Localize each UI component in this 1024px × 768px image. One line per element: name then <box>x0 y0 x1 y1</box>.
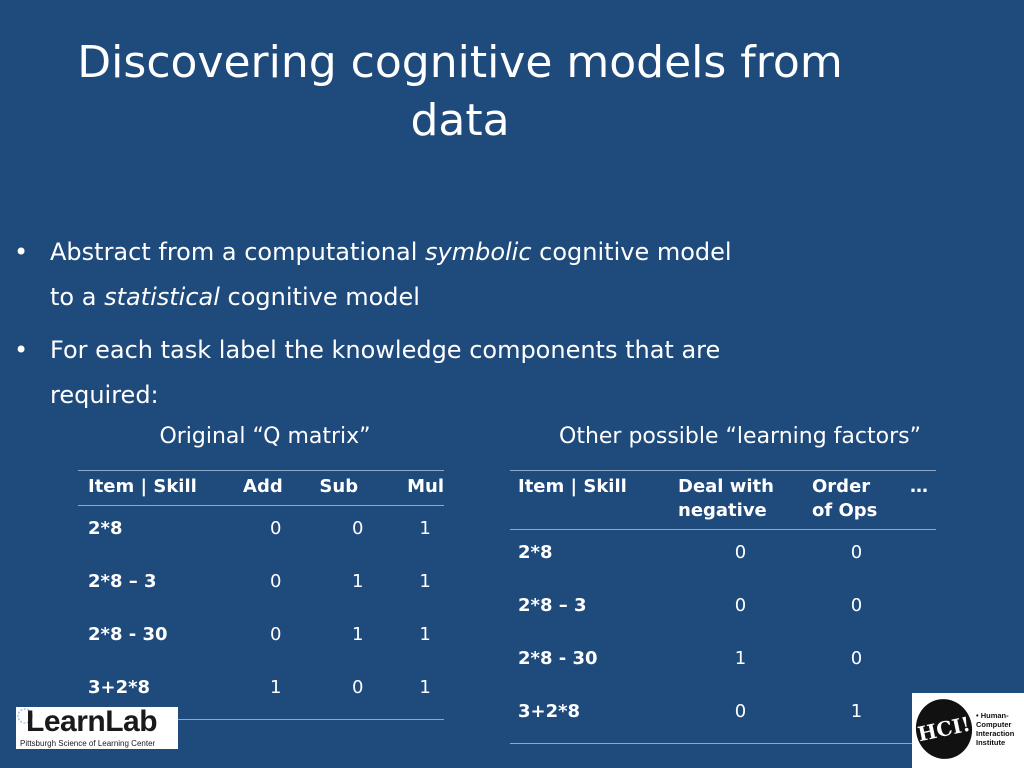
bullet-1-emphasis-statistical: statistical <box>104 283 220 311</box>
table-header-row: Item | Skill Add Sub Mul <box>78 470 444 506</box>
bullet-1-emphasis-symbolic: symbolic <box>425 238 532 266</box>
bullet-list: • Abstract from a computational symbolic… <box>10 230 870 426</box>
item-cell: 2*8 - 30 <box>518 647 598 669</box>
learning-factors-table: Item | Skill Deal with negative Order of O… <box>510 470 936 744</box>
bullet-1-text-c: to a <box>50 283 105 311</box>
table-row: 2*8 0 0 <box>510 530 936 583</box>
value-cell: 0 <box>850 542 863 563</box>
hcii-text-line: Institute <box>976 738 1006 747</box>
bullet-1-line-1: Abstract from a computational symbolic c… <box>50 230 870 275</box>
value-cell: 0 <box>670 688 804 744</box>
column-header-deal-with-negative: Deal with negative <box>670 470 804 530</box>
value-cell: 0 <box>734 542 747 563</box>
value-cell <box>902 583 936 636</box>
table-row: 2*8 - 30 0 1 1 <box>78 612 444 665</box>
value-cell: 1 <box>352 570 364 592</box>
column-header-order-of-ops: Order of Ops <box>804 470 902 530</box>
column-header-mul: Mul <box>397 470 444 506</box>
slide-title-line-1: Discovering cognitive models from <box>77 37 843 88</box>
hcii-text-line: • Human- <box>976 711 1009 720</box>
value-cell: 1 <box>734 647 747 669</box>
value-cell: 1 <box>419 570 431 592</box>
bullet-1-text-a: Abstract from a computational <box>50 238 425 266</box>
hcii-text-line: Computer <box>976 720 1012 729</box>
learnlab-logo: LearnLab Pittsburgh Science of Learning … <box>16 705 178 749</box>
header-line: negative <box>678 500 767 521</box>
value-cell: 0 <box>850 647 863 669</box>
value-cell: 1 <box>397 664 444 720</box>
value-cell <box>902 636 936 689</box>
value-cell: 1 <box>419 518 431 539</box>
item-cell: 2*8 – 3 <box>88 570 157 592</box>
column-header-sub: Sub <box>309 470 398 506</box>
learnlab-ring-icon <box>17 708 33 724</box>
table-2-caption: Other possible “learning factors” <box>559 424 921 449</box>
value-cell: 0 <box>270 518 282 539</box>
item-cell: 2*8 <box>88 518 123 539</box>
slide-title-line-2: data <box>410 95 510 146</box>
value-cell: 0 <box>270 623 282 645</box>
header-line: Order <box>812 476 871 497</box>
value-cell: 1 <box>233 664 310 720</box>
value-cell: 0 <box>270 570 282 592</box>
table-1-caption: Original “Q matrix” <box>159 424 371 449</box>
bullet-1-text-b: cognitive model <box>531 238 732 266</box>
bullet-1-text-d: cognitive model <box>219 283 420 311</box>
item-cell: 2*8 – 3 <box>518 594 587 616</box>
item-cell: 3+2*8 <box>510 688 670 744</box>
header-line: Deal with <box>678 476 774 497</box>
learnlab-logo-subtitle: Pittsburgh Science of Learning Center <box>20 739 156 748</box>
hcii-mark-icon: HCI! <box>910 693 978 765</box>
learnlab-logo-name: LearnLab <box>26 705 158 738</box>
bullet-dot-icon: • <box>14 238 29 266</box>
q-matrix-table: Item | Skill Add Sub Mul 2*8 0 0 1 2*8 –… <box>78 470 444 720</box>
slide-title: Discovering cognitive models from data <box>20 34 900 150</box>
value-cell: 0 <box>734 594 747 616</box>
header-line: of Ops <box>812 500 878 521</box>
table-row: 2*8 – 3 0 1 1 <box>78 559 444 612</box>
value-cell: 0 <box>850 594 863 616</box>
column-header-add: Add <box>233 470 310 506</box>
bullet-item-2: • For each task label the knowledge comp… <box>10 328 870 418</box>
hcii-text-line: Interaction <box>976 729 1015 738</box>
item-cell: 2*8 - 30 <box>88 623 168 645</box>
value-cell: 1 <box>352 623 364 645</box>
column-header-ellipsis: … <box>902 470 936 530</box>
column-header-item-skill: Item | Skill <box>510 470 670 530</box>
table-row: 2*8 – 3 0 0 <box>510 583 936 636</box>
value-cell: 0 <box>352 518 364 539</box>
value-cell: 1 <box>419 623 431 645</box>
table-row: 2*8 - 30 1 0 <box>510 636 936 689</box>
bullet-2-line-2: required: <box>50 381 159 409</box>
bullet-1-line-2: to a statistical cognitive model <box>50 275 870 320</box>
bullet-dot-icon: • <box>14 336 29 364</box>
value-cell: 0 <box>309 664 398 720</box>
bullet-2-line-1: For each task label the knowledge compon… <box>50 336 721 364</box>
table-row: 3+2*8 0 1 <box>510 688 936 744</box>
table-row: 2*8 0 0 1 <box>78 506 444 559</box>
bullet-item-1: • Abstract from a computational symbolic… <box>10 230 870 320</box>
table-header-row: Item | Skill Deal with negative Order of O… <box>510 470 936 530</box>
item-cell: 2*8 <box>518 542 553 563</box>
hcii-logo: HCI! • Human- Computer Interaction Insti… <box>910 693 1024 768</box>
hcii-logo-text: • Human- Computer Interaction Institute <box>976 711 1014 747</box>
column-header-item-skill: Item | Skill <box>78 470 234 506</box>
value-cell <box>902 530 936 583</box>
value-cell: 1 <box>804 688 902 744</box>
